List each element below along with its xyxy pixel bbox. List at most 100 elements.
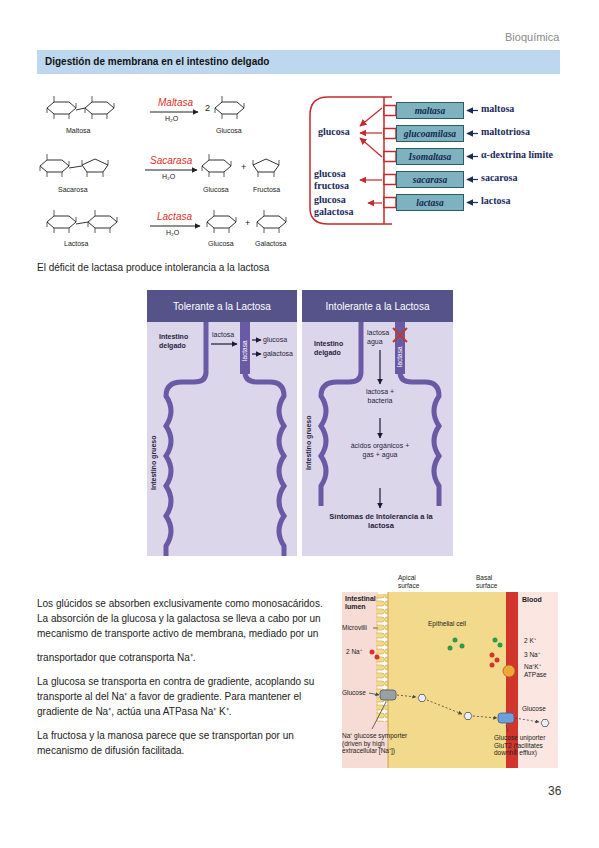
plus-sign: +: [241, 162, 246, 173]
organ-label: Intestino grueso: [305, 416, 313, 470]
enzyme-box: lactasa: [396, 194, 464, 211]
epithelial-cell-figure-part: [495, 658, 500, 663]
sugar-structures-part: [76, 222, 88, 224]
epithelial-cell-figure-part: [541, 720, 549, 727]
lactose-figure-part-part: [211, 343, 237, 344]
sugar-structures-part: [40, 154, 69, 177]
epithelial-cell-figure-part: [460, 644, 465, 649]
sugar-structures-part: [202, 154, 231, 177]
water-label: H₂O: [165, 115, 178, 123]
enzyme-name: Lactasa: [157, 211, 192, 223]
product-arrows-part: [368, 202, 382, 203]
sugar-structures-part: [253, 159, 279, 177]
lactose-figure-part-part: [379, 488, 380, 508]
epithelial-cell-figure-part-part: [506, 725, 508, 732]
product-label: glucosa: [318, 126, 350, 138]
paragraph: Los glúcidos se absorben exclusivamente …: [37, 596, 335, 641]
enzyme-box: maltasa: [396, 102, 464, 119]
sugar-structures-part: [76, 108, 85, 110]
transporter-label: Na⁺ glucose symporter (driven by high ex…: [342, 732, 412, 755]
sugar-structures-part: [47, 210, 76, 233]
epithelial-cell-figure-part: [418, 695, 426, 702]
region-label: Blood: [522, 596, 542, 604]
lactose-figure: [147, 290, 453, 556]
body-text: El déficit de lactasa produce intoleranc…: [37, 262, 269, 274]
membrane-outline-part: [384, 106, 396, 116]
panel-header: Tolerante a la Lactosa: [147, 290, 297, 322]
sugar-name: Glucosa: [203, 186, 229, 194]
sugar-name: Maltosa: [66, 127, 91, 135]
enzyme-box: sacarasa: [396, 171, 464, 188]
epithelial-cell-figure-part-part: [397, 695, 416, 697]
enzyme-label: lactasa: [241, 339, 249, 362]
epithelial-cell-figure-part: [370, 650, 375, 655]
lactose-figure-part-part: [252, 339, 261, 340]
ion-label: 2 K⁺: [524, 637, 536, 645]
substrate-arrows-part: [467, 202, 478, 203]
epithelial-cell-figure-part: [498, 643, 503, 648]
membrane-outline-part: [384, 198, 396, 208]
node-label: lactasa: [416, 198, 443, 208]
title-text: Digestión de membrana en el intestino de…: [37, 50, 560, 74]
substrate-arrows-part: [467, 110, 478, 111]
process-label: lactosa + bacteria: [362, 388, 398, 405]
product-label: glucosa galactosa: [314, 194, 364, 218]
transporter-label: Glucose uniporter GluT2 (facilitates dow…: [494, 734, 558, 757]
lactose-figure-part: [211, 340, 380, 508]
substrate-label: lactosa: [481, 195, 510, 207]
sugar-structures: [40, 96, 286, 233]
sugar-name: Lactosa: [64, 240, 89, 248]
epithelial-cell-figure-part-part: [515, 718, 539, 722]
pump-label: Na⁺K⁺ ATPase: [524, 663, 558, 678]
epithelial-cell-figure-part: [369, 628, 539, 732]
figure-label: Basal surface: [476, 574, 510, 589]
lactose-figure-part-part: [252, 353, 261, 354]
product-arrows-part: [360, 132, 382, 133]
water-label: H₂O: [166, 229, 179, 237]
node-label: Intolerante a la Lactosa: [326, 301, 430, 312]
epithelial-cell-figure-part: [448, 646, 453, 651]
ion-label: 3 Na⁺: [524, 651, 540, 659]
epithelial-cell-figure-part-part: [372, 702, 386, 729]
lactose-figure-part: [240, 322, 250, 374]
reaction-arrows-part: [150, 112, 198, 113]
title-band: Digestión de membrana en el intestino de…: [37, 50, 560, 74]
epithelial-cell-figure-part: [388, 592, 389, 768]
reaction-arrows-part: [150, 226, 200, 227]
substrate-label: maltosa: [481, 103, 514, 115]
node-label: Isomaltasa: [409, 152, 452, 162]
epithelial-cell-figure-part-part: [369, 693, 379, 695]
node-label: sacarasa: [413, 175, 447, 185]
molecule-label: Glucose: [342, 689, 366, 697]
sugar-name: Sacarosa: [58, 186, 88, 194]
epithelial-cell-figure-part: [490, 653, 495, 658]
substrate-label: maltotriosa: [481, 126, 530, 138]
coefficient: 2: [205, 103, 210, 114]
organ-label: Intestino delgado: [314, 340, 356, 357]
substrate-arrows-part: [467, 133, 478, 134]
page-number: 36: [548, 784, 561, 798]
enzyme-box: Isomaltasa: [396, 148, 464, 165]
plus-sign: +: [245, 218, 250, 229]
sugar-structures-part: [85, 96, 114, 119]
enzyme-box: glucoamilasa: [396, 125, 464, 142]
lactose-figure-part-part: [245, 372, 284, 556]
reaction-arrows-part: [145, 170, 197, 171]
text-column: Los glúcidos se absorben exclusivamente …: [37, 596, 335, 767]
substance-label: glucosa: [263, 335, 287, 344]
substrate-arrows-part: [467, 156, 478, 157]
substrate-arrows: [467, 111, 478, 203]
sugar-name: Fructosa: [253, 186, 280, 194]
node-label: glucoamilasa: [404, 129, 456, 139]
lactose-figure-part-part: [393, 328, 407, 342]
enzyme-name: Sacarasa: [150, 155, 192, 167]
lactose-figure-part: [393, 328, 407, 342]
epithelial-cell-figure-part: [380, 690, 396, 700]
running-header: Bioquímica: [505, 31, 559, 44]
product-arrows-part: [360, 179, 382, 180]
epithelial-cell-figure-part-part: [373, 628, 378, 629]
lactose-figure-part-part: [400, 372, 439, 506]
sugar-name: Glucosa: [208, 240, 234, 248]
process-label: ácidos orgánicos + gas + agua: [348, 442, 412, 459]
molecule-label: Glucose: [522, 705, 546, 713]
